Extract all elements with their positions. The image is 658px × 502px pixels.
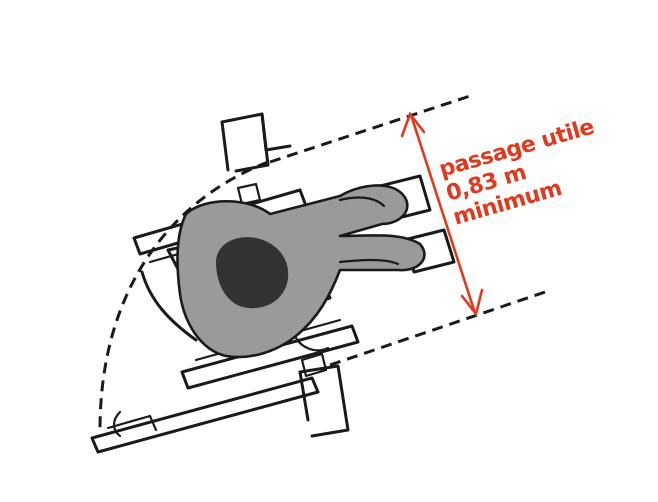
dimension-line: [410, 116, 476, 312]
door-swing-arc: [98, 160, 269, 431]
person: [176, 184, 426, 359]
upper-wall: [220, 112, 292, 173]
passage-lower-boundary: [329, 290, 546, 367]
arrowhead-top: [400, 111, 426, 138]
arrowhead-bottom: [460, 288, 484, 317]
person-head: [216, 237, 289, 309]
person-body: [176, 184, 426, 359]
door-leaf: [90, 376, 320, 454]
passage-width-arrow: [400, 111, 484, 317]
